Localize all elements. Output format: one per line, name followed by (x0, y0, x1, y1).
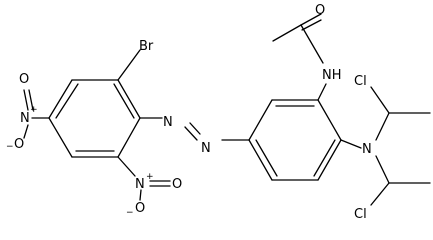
atom-labels: O NH Br N N N Cl Cl N + O − O N + O O − (6, 3, 372, 222)
azo-n1-label: N (163, 115, 173, 130)
nitro-bottom-n-label: N (135, 177, 145, 192)
chlorine-top-label: Cl (354, 74, 367, 89)
nitro-left-o-double-label: O (19, 72, 29, 87)
nitro-left-o-single-label: O (14, 137, 24, 152)
nitro-left-n-charge: + (30, 105, 38, 115)
chlorine-bottom-label: Cl (354, 207, 367, 222)
nitro-bottom-o-charge: − (126, 208, 134, 218)
amide-nh-label: NH (322, 68, 342, 83)
bromine-label: Br (139, 39, 154, 54)
oxygen-carbonyl-label: O (315, 3, 325, 18)
azo-n2-label: N (201, 141, 211, 156)
nitro-bottom-o-double-label: O (172, 177, 182, 192)
structure-diagram: O NH Br N N N Cl Cl N + O − O N + O O − (6, 3, 431, 222)
molecule-canvas: O NH Br N N N Cl Cl N + O − O N + O O − (6, 3, 431, 222)
nitro-left-n-label: N (20, 111, 30, 126)
nitro-bottom-o-single-label: O (135, 201, 145, 216)
nitro-bottom-n-charge: + (146, 172, 154, 182)
nitro-left-o-charge: − (6, 142, 14, 152)
amine-n-label: N (362, 142, 372, 157)
bond-lines (23, 13, 431, 206)
